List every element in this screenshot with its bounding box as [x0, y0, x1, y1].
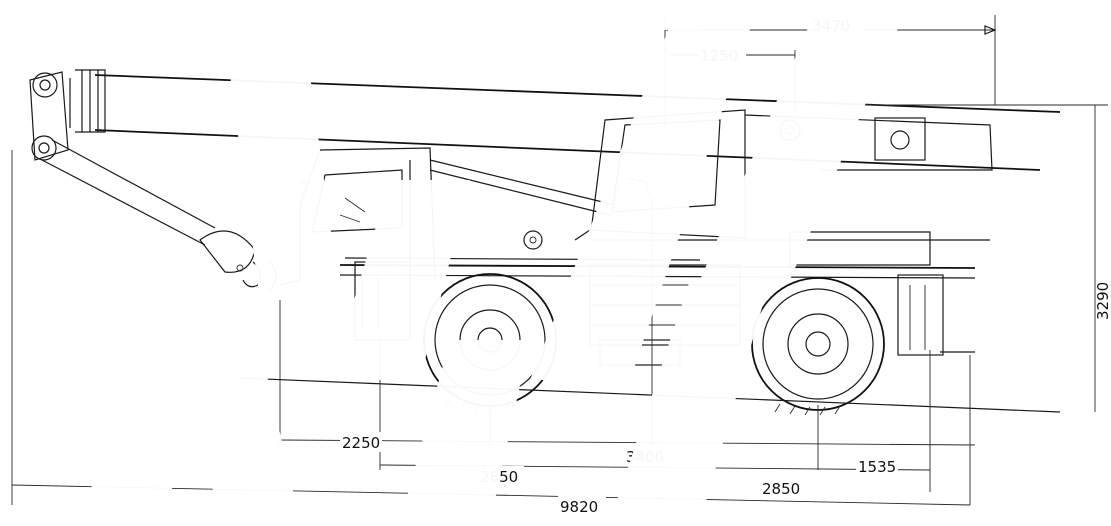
- boom-cylinder: [429, 159, 616, 250]
- dimension-overall-length: 9820: [560, 498, 598, 516]
- dimension-wheelbase-rear: 2850: [762, 480, 800, 498]
- boom-head: [29, 71, 69, 161]
- ground-line: [239, 377, 1061, 413]
- dimension-height: 3290: [1094, 282, 1111, 320]
- watermark: [70, 0, 910, 522]
- dimension-rear-overhang: 1535: [858, 458, 896, 476]
- dimension-front-overhang: 2250: [342, 434, 380, 452]
